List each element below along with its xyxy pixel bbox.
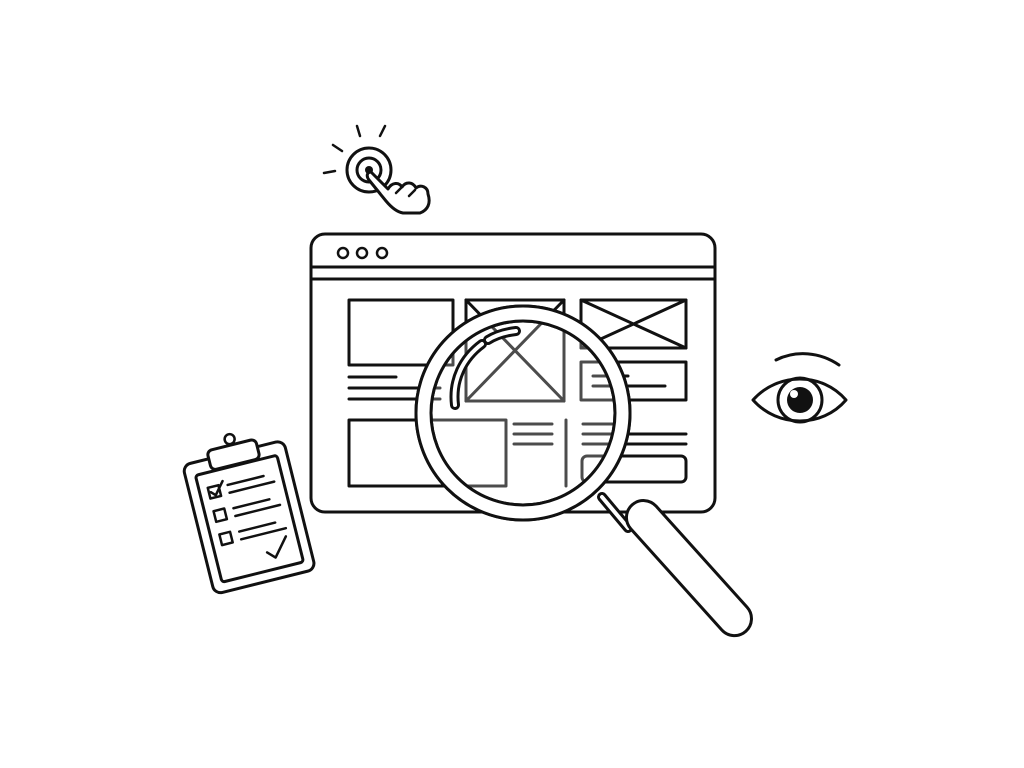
- checkbox-checked: [206, 483, 223, 500]
- image-placeholder: [464, 298, 566, 403]
- clipboard-checklist-icon: [182, 432, 316, 595]
- magnifying-glass-icon: [414, 304, 753, 638]
- window-dot-icon: [375, 246, 389, 260]
- checkmark-icon: [265, 535, 288, 559]
- window-dot-icon: [336, 246, 350, 260]
- eye-icon: [751, 352, 848, 424]
- checkbox-empty: [212, 507, 229, 524]
- checkbox-empty: [218, 530, 234, 547]
- content-block: [579, 360, 688, 402]
- button-placeholder: [580, 454, 688, 484]
- window-dot-icon: [355, 246, 369, 260]
- click-cursor-icon: [322, 124, 431, 215]
